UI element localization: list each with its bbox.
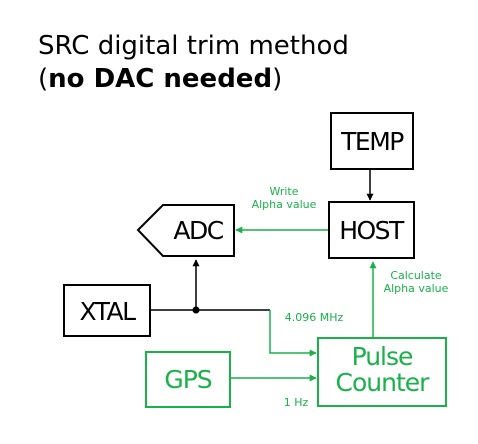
temp-label: TEMP — [340, 127, 404, 156]
host-block: HOST — [328, 201, 415, 259]
calculate-alpha-label-line-1: Calculate — [390, 269, 442, 282]
write-alpha-label-line-2: Alpha value — [252, 198, 317, 211]
write-alpha-label-line-1: Write — [269, 185, 298, 198]
slide-title: SRC digital trim method (no DAC needed) — [38, 30, 349, 96]
title-paren-close: ) — [272, 64, 283, 94]
title-emphasis: no DAC needed — [48, 64, 273, 94]
pulse-counter-label-line-2: Counter — [336, 368, 431, 397]
gps-label: GPS — [164, 365, 211, 394]
title-line-1: SRC digital trim method — [38, 31, 349, 61]
adc-label: ADC — [173, 216, 223, 245]
title-line-2: (no DAC needed) — [38, 63, 349, 96]
gps-frequency-label: 1 Hz — [284, 396, 309, 409]
xtal-label: XTAL — [79, 297, 136, 326]
junction-dot — [192, 306, 200, 314]
host-label: HOST — [339, 216, 405, 245]
calculate-alpha-label-line-2: Alpha value — [384, 282, 449, 295]
xtal-block: XTAL — [63, 284, 151, 337]
pulse-counter-block: Pulse Counter — [317, 337, 447, 407]
xtal-to-counter-arrow — [269, 310, 317, 357]
title-paren-open: ( — [38, 64, 49, 94]
adc-block: ADC — [136, 204, 235, 257]
gps-block: GPS — [145, 351, 231, 408]
pulse-counter-label-line-1: Pulse — [352, 342, 413, 371]
xtal-frequency-label: 4.096 MHz — [285, 311, 344, 324]
temp-block: TEMP — [330, 112, 414, 170]
